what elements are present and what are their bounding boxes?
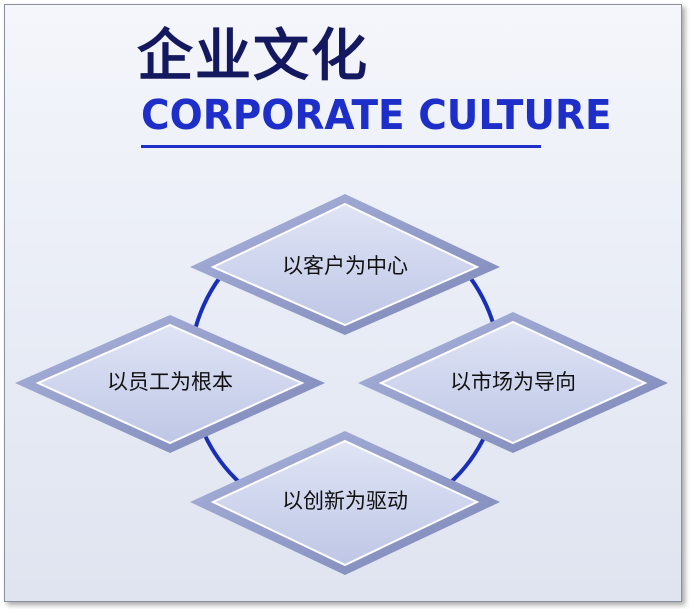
title-chinese: 企业文化 xyxy=(137,24,369,89)
node-innovation-driven: 以创新为驱动 xyxy=(190,431,500,575)
diagram-frame: 企业文化 CORPORATE CULTURE 以客户为中心 以员工为根本 xyxy=(4,4,682,602)
node-label-left: 以员工为根本 xyxy=(107,370,233,394)
node-customer-centered: 以客户为中心 xyxy=(190,194,500,335)
node-market-oriented: 以市场为导向 xyxy=(358,312,668,453)
title-english: CORPORATE CULTURE xyxy=(141,91,612,139)
node-label-bottom: 以创新为驱动 xyxy=(282,489,408,513)
node-diamond-inner xyxy=(35,323,305,445)
culture-diagram: 以客户为中心 以员工为根本 以市场为导向 以创新为驱动 xyxy=(15,194,668,575)
node-diamond-inner xyxy=(378,320,648,445)
node-label-right: 以市场为导向 xyxy=(450,370,576,394)
node-diamond-inner xyxy=(210,202,480,327)
node-employee-fundamental: 以员工为根本 xyxy=(15,315,325,453)
node-label-top: 以客户为中心 xyxy=(282,254,408,278)
node-diamond-inner xyxy=(210,439,480,567)
title-underline xyxy=(141,145,541,148)
